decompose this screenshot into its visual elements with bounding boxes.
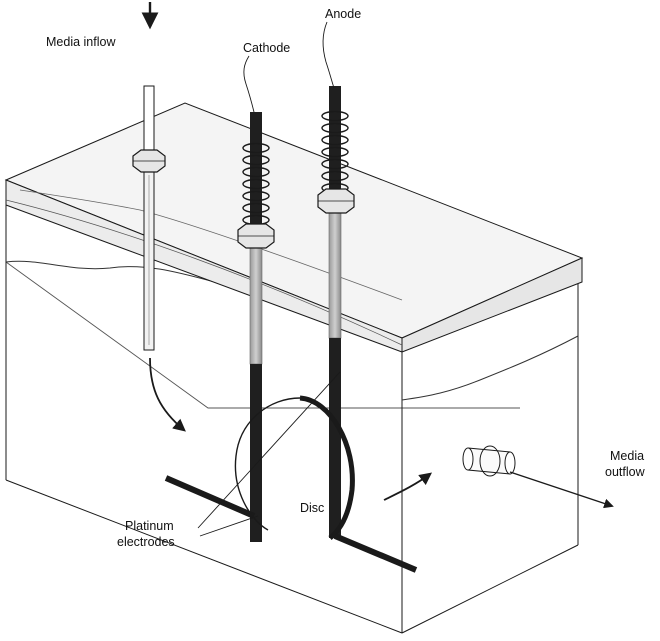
label-media-outflow-2: outflow [605,465,646,479]
inflow-tube [132,85,166,351]
leader-lines [197,21,341,537]
anode-rod [317,86,355,538]
anode-spring [321,110,349,194]
outflow-arrow [509,471,614,509]
inflow-curve-arrow [149,357,186,432]
inflow-tube-upper [143,85,155,157]
internal-flow-arrow [383,472,433,501]
label-platinum-2: electrodes [117,535,175,549]
flow-arrows [141,2,614,509]
tank [5,205,579,634]
cathode-leader [243,55,255,113]
disc-rim [299,395,355,540]
label-media-outflow-1: Media [610,449,644,463]
label-media-inflow: Media inflow [46,35,116,49]
cathode-spring [242,142,270,226]
outflow-tube [462,445,516,477]
labels: Media inflow Cathode Anode Disc Media ou… [46,7,646,549]
tank-bottom-front-edge [5,479,403,634]
lid-inner-line-2 [5,199,403,346]
label-cathode: Cathode [243,41,290,55]
tank-right-side-bottom [401,544,579,634]
lid [4,102,584,353]
platinum-plate-left [164,475,256,519]
cathode-rod [237,112,275,542]
platinum-plates [164,475,418,573]
lid-side-face [401,257,583,353]
label-anode: Anode [325,7,361,21]
anode-leader [322,21,335,89]
label-disc: Disc [300,501,324,515]
lid-inner-line [19,189,403,301]
platinum-leader-1 [197,371,341,529]
label-platinum-1: Platinum [125,519,174,533]
tank-back-edges [5,261,520,409]
platinum-plate-right [333,533,418,573]
platinum-leader-2 [199,515,259,537]
